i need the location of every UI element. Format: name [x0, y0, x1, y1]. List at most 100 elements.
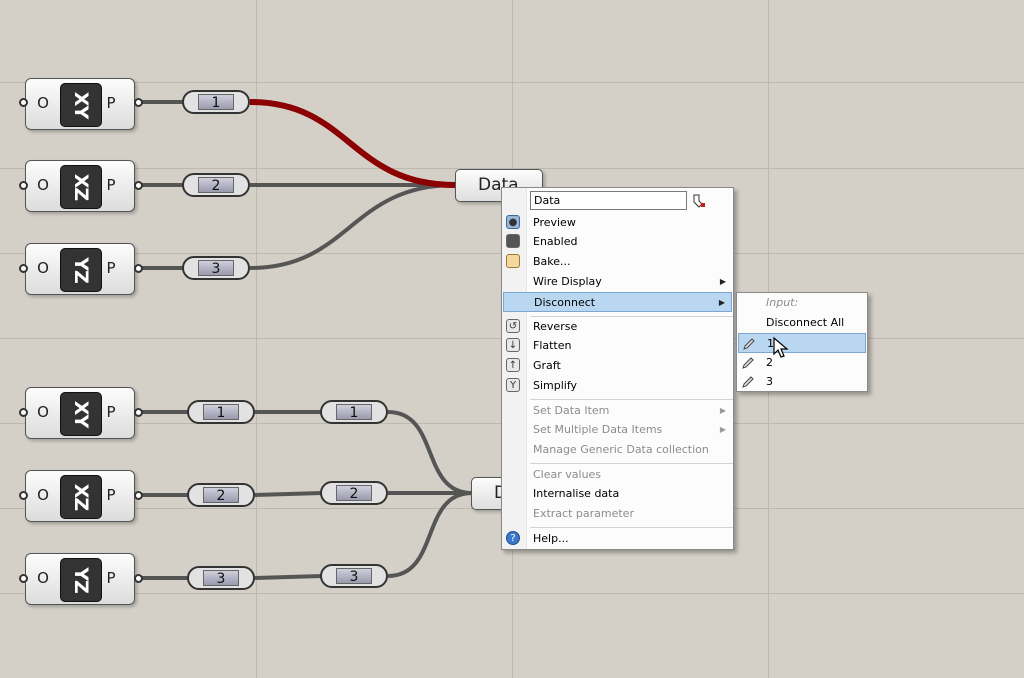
number-relay[interactable]: 3 — [187, 566, 255, 590]
submenu-item-label: Disconnect All — [766, 316, 845, 329]
plane-output-label: P — [106, 259, 116, 277]
menu-item-help[interactable]: ? Help... — [503, 529, 732, 549]
plane-component[interactable]: O XZ P — [25, 160, 135, 212]
submenu-item-input[interactable]: 1 — [738, 333, 866, 353]
menu-item-clear-values[interactable]: Clear values — [503, 465, 732, 485]
menu-item-enabled[interactable]: Enabled — [503, 232, 732, 252]
output-grip[interactable] — [134, 264, 143, 273]
plane-component[interactable]: O YZ P — [25, 553, 135, 605]
reverse-icon: ↺ — [506, 319, 520, 333]
plane-input-label: O — [37, 486, 49, 504]
plane-output-label: P — [106, 403, 116, 421]
plane-yz-icon: YZ — [60, 558, 102, 602]
plane-component[interactable]: O YZ P — [25, 243, 135, 295]
plane-yz-icon: YZ — [60, 248, 102, 292]
menu-item-label: Reverse — [533, 320, 578, 333]
input-grip[interactable] — [19, 98, 28, 107]
submenu-item-input[interactable]: 3 — [738, 372, 866, 392]
menu-item-label: Manage Generic Data collection — [533, 443, 709, 456]
menu-item-bake[interactable]: Bake... — [503, 252, 732, 272]
menu-item-label: Clear values — [533, 468, 602, 481]
plane-input-label: O — [37, 569, 49, 587]
submenu-arrow-icon: ▶ — [719, 425, 726, 434]
plane-component[interactable]: O XZ P — [25, 470, 135, 522]
menu-item-wire-display[interactable]: Wire Display ▶ — [503, 272, 732, 292]
relay-value: 3 — [198, 260, 234, 277]
wire[interactable] — [254, 574, 323, 580]
output-grip[interactable] — [134, 408, 143, 417]
context-menu: Data ● Preview Enabled Bake... Wire Disp… — [501, 187, 734, 550]
submenu-item-input[interactable]: 2 — [738, 353, 866, 373]
menu-item-simplify[interactable]: Y Simplify — [503, 376, 732, 396]
menu-item-label: Bake... — [533, 255, 571, 268]
menu-item-label: Enabled — [533, 235, 578, 248]
submenu-arrow-icon: ▶ — [719, 406, 726, 415]
menu-item-flatten[interactable]: ↓ Flatten — [503, 336, 732, 356]
plane-component[interactable]: O XY P — [25, 78, 135, 130]
output-grip[interactable] — [134, 491, 143, 500]
menu-item-label: Graft — [533, 359, 561, 372]
plane-xy-icon: XY — [60, 392, 102, 436]
number-relay[interactable]: 1 — [187, 400, 255, 424]
input-grip[interactable] — [19, 264, 28, 273]
graft-icon: ↑ — [506, 358, 520, 372]
menu-item-extract[interactable]: Extract parameter — [503, 504, 732, 524]
eraser-icon[interactable] — [691, 193, 707, 209]
menu-item-manage-generic[interactable]: Manage Generic Data collection — [503, 440, 732, 460]
plane-output-label: P — [106, 176, 116, 194]
input-grip[interactable] — [19, 181, 28, 190]
menu-item-label: Help... — [533, 532, 569, 545]
menu-separator — [530, 399, 733, 400]
relay-value: 3 — [203, 570, 239, 587]
relay-value: 2 — [198, 177, 234, 194]
output-grip[interactable] — [134, 181, 143, 190]
menu-item-preview[interactable]: ● Preview — [503, 213, 732, 233]
menu-item-disconnect[interactable]: Disconnect ▶ — [503, 292, 732, 312]
plane-input-label: O — [37, 403, 49, 421]
menu-item-set-multiple[interactable]: Set Multiple Data Items ▶ — [503, 420, 732, 440]
menu-item-label: Preview — [533, 216, 576, 229]
pencil-icon — [743, 338, 755, 350]
number-relay[interactable]: 2 — [320, 481, 388, 505]
submenu-item-disconnect-all[interactable]: Disconnect All — [738, 313, 866, 333]
plane-icon-label: XY — [69, 400, 92, 428]
input-grip[interactable] — [19, 491, 28, 500]
menu-item-graft[interactable]: ↑ Graft — [503, 356, 732, 376]
menu-item-internalise[interactable]: Internalise data — [503, 484, 732, 504]
number-relay[interactable]: 3 — [182, 256, 250, 280]
plane-input-label: O — [37, 94, 49, 112]
simplify-icon: Y — [506, 378, 520, 392]
menu-item-set-data-item[interactable]: Set Data Item ▶ — [503, 401, 732, 421]
wire[interactable] — [387, 410, 473, 495]
relay-value: 1 — [198, 94, 234, 111]
number-relay[interactable]: 1 — [320, 400, 388, 424]
plane-xz-icon: XZ — [60, 475, 102, 519]
number-relay[interactable]: 1 — [182, 90, 250, 114]
component-name-field[interactable]: Data — [530, 191, 687, 210]
selected-wire[interactable] — [249, 99, 456, 188]
wire[interactable] — [249, 183, 456, 270]
wire[interactable] — [254, 491, 323, 497]
menu-item-reverse[interactable]: ↺ Reverse — [503, 317, 732, 337]
output-grip[interactable] — [134, 574, 143, 583]
plane-output-label: P — [106, 569, 116, 587]
menu-item-label: Set Multiple Data Items — [533, 423, 663, 436]
grid-line — [256, 0, 257, 678]
menu-item-label: Flatten — [533, 339, 572, 352]
wire[interactable] — [387, 491, 473, 578]
number-relay[interactable]: 2 — [187, 483, 255, 507]
menu-item-label: Extract parameter — [533, 507, 634, 520]
menu-item-label: Set Data Item — [533, 404, 610, 417]
relay-value: 1 — [203, 404, 239, 421]
submenu-header: Input: — [738, 293, 866, 313]
input-grip[interactable] — [19, 574, 28, 583]
submenu-item-label: 1 — [767, 337, 774, 350]
number-relay[interactable]: 3 — [320, 564, 388, 588]
number-relay[interactable]: 2 — [182, 173, 250, 197]
input-grip[interactable] — [19, 408, 28, 417]
output-grip[interactable] — [134, 98, 143, 107]
plane-component[interactable]: O XY P — [25, 387, 135, 439]
bake-icon — [506, 254, 520, 268]
plane-input-label: O — [37, 176, 49, 194]
grid-line — [0, 168, 1024, 169]
